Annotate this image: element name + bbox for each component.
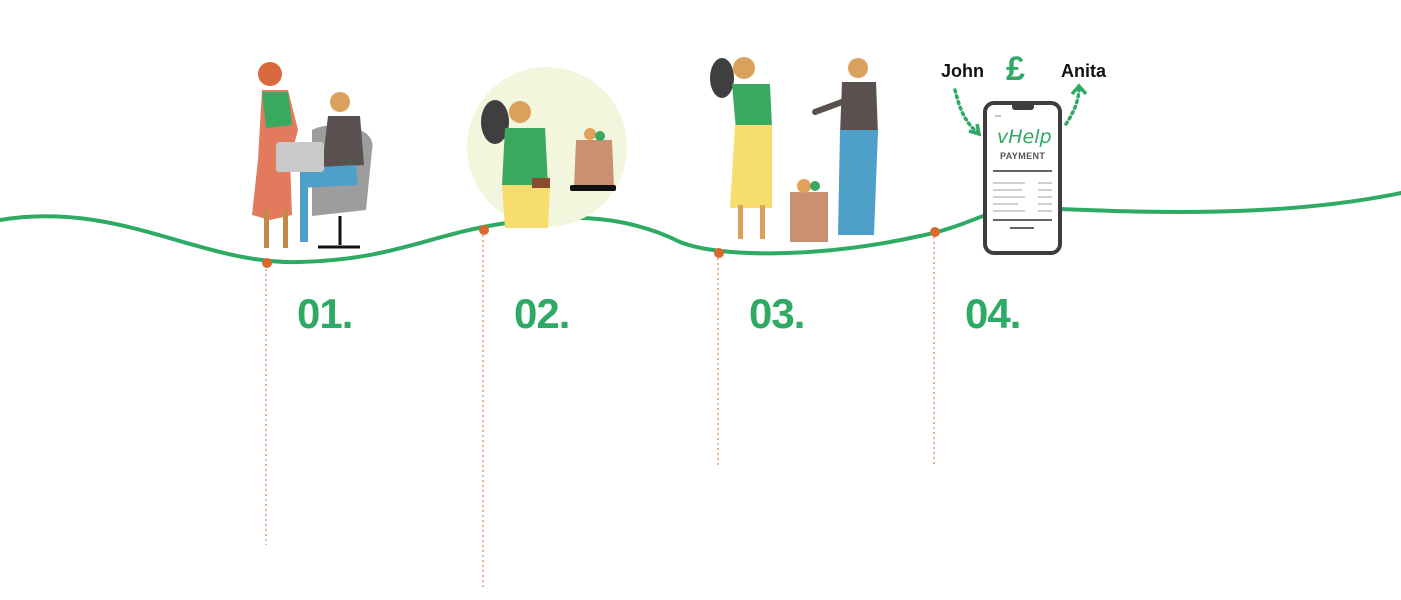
arrow-to-receiver-icon [1064,88,1081,126]
people-laptop-scene-icon [252,62,373,249]
step-4-number: 04. [965,290,1021,337]
step-4-marker [930,227,940,237]
step-1-number: 01. [297,290,353,337]
step-2-number: 02. [514,290,570,337]
step-3-marker [714,248,724,258]
receiver-name: Anita [1061,61,1106,81]
step-1-marker [262,258,272,268]
app-brand: vHelp [997,126,1052,148]
shopping-bag-scene-icon [467,67,627,228]
pound-icon: £ [1006,50,1025,88]
step-3-number: 03. [749,290,805,337]
step-2-marker [479,225,489,235]
sender-name: John [941,61,984,81]
arrow-from-sender-icon [953,88,980,135]
timeline-wave [0,191,1401,265]
payment-screen-label: PAYMENT [1000,151,1046,161]
groceries-handover-scene-icon [710,57,878,242]
phone-payment-scene-icon [953,83,1088,255]
